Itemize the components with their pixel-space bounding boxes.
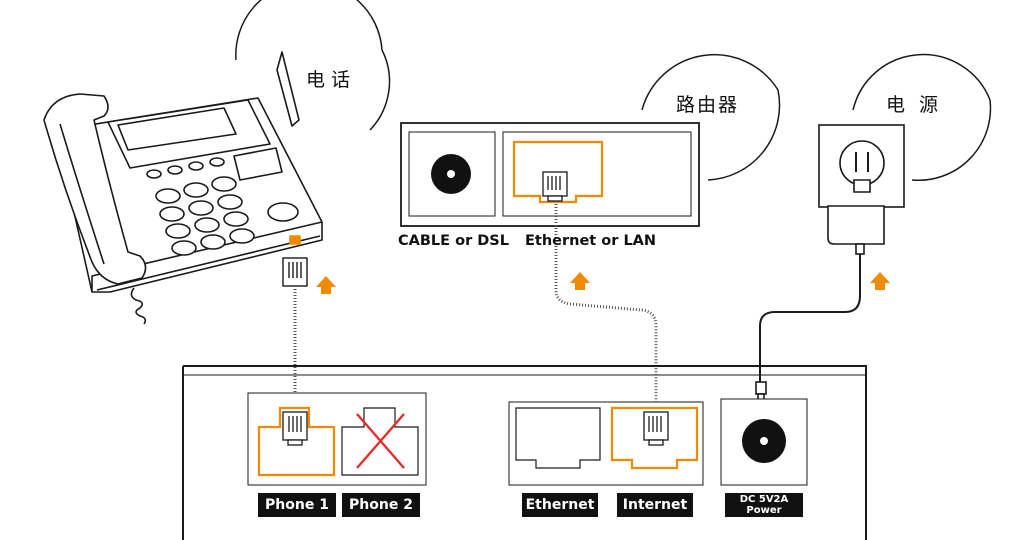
rj45-plug-icon: [643, 411, 669, 446]
phone-callout-arc: [235, 0, 391, 131]
phone2-badge: Phone 2: [342, 493, 420, 517]
power-label: 电 源: [886, 94, 943, 116]
dc-power-line1: DC 5V2A: [739, 494, 789, 505]
ethernet-lan-caption: Ethernet or LAN: [525, 233, 657, 249]
rj11-plug-icon: [282, 257, 308, 287]
power-callout-arc: [852, 53, 992, 182]
dc-power-badge: DC 5V2A Power: [725, 493, 803, 517]
phone-label: 电话: [306, 69, 357, 91]
router-callout-arc: [641, 53, 781, 181]
cross-icon: [356, 413, 405, 469]
router-label: 路由器: [676, 94, 740, 116]
dc-power-line2: Power: [746, 505, 782, 516]
up-arrow-icon: [570, 272, 590, 290]
main-device: [182, 365, 867, 540]
up-arrow-icon: [870, 272, 890, 290]
rj45-plug-icon: [542, 171, 568, 202]
cable-dsl-caption: CABLE or DSL: [398, 233, 509, 249]
power-adapter-icon: [755, 124, 905, 407]
ethernet-badge: Ethernet: [522, 493, 598, 517]
router-icon: [400, 122, 700, 227]
internet-badge: Internet: [617, 493, 693, 517]
router-cable: [554, 201, 658, 412]
up-arrow-icon: [316, 276, 336, 294]
phone-icon: [43, 51, 323, 325]
phone1-badge: Phone 1: [258, 493, 336, 517]
rj11-plug-icon: [282, 411, 308, 446]
